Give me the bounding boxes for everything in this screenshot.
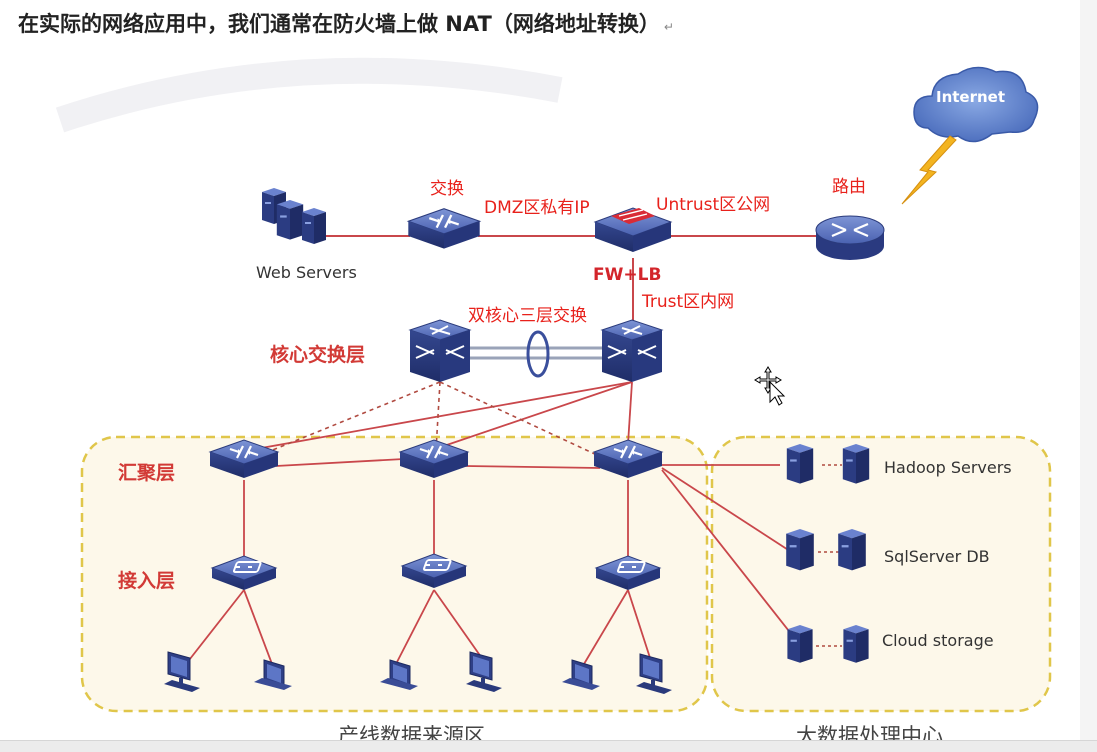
dual-core-label: 双核心三层交换 [468,306,587,326]
switch-icon-dmz [407,207,481,250]
web-servers-icon [262,188,326,244]
zone-bigdata [710,435,1052,713]
window-edge-strip [1080,0,1097,740]
switch-label: 交换 [430,179,464,199]
page-title: 在实际的网络应用中，我们通常在防火墙上做 NAT（网络地址转换）↵ [18,12,674,36]
agg-links [185,457,797,665]
paragraph-mark: ↵ [663,20,674,34]
bottom-scrollbar[interactable] [0,740,1097,752]
sqlserver-label: SqlServer DB [884,547,990,566]
agg-layer-label: 汇聚层 [118,462,176,484]
internet-label: Internet [936,88,1005,106]
zone-production [80,435,709,713]
core-switch-right [601,319,663,383]
router-label: 路由 [832,177,866,197]
trust-label: Trust区内网 [642,292,735,312]
cloud-storage-label: Cloud storage [882,631,994,650]
web-servers-label: Web Servers [256,263,357,282]
core-agg-backup-links [257,381,613,463]
router-icon [815,215,885,260]
move-cursor-icon [754,366,786,406]
untrust-label: Untrust区公网 [656,195,771,215]
server-pair-links [816,464,842,647]
core-layer-label: 核心交换层 [270,344,366,366]
firewall-icon [593,207,673,252]
fwlb-label: FW+LB [593,265,662,285]
lightning-icon [901,135,957,205]
core-switch-left [409,319,471,383]
dmz-label: DMZ区私有IP [484,198,590,218]
core-interconnect [465,330,603,378]
access-layer-label: 接入层 [118,570,176,592]
hadoop-label: Hadoop Servers [884,458,1012,477]
internet-cloud-icon [913,66,1039,143]
